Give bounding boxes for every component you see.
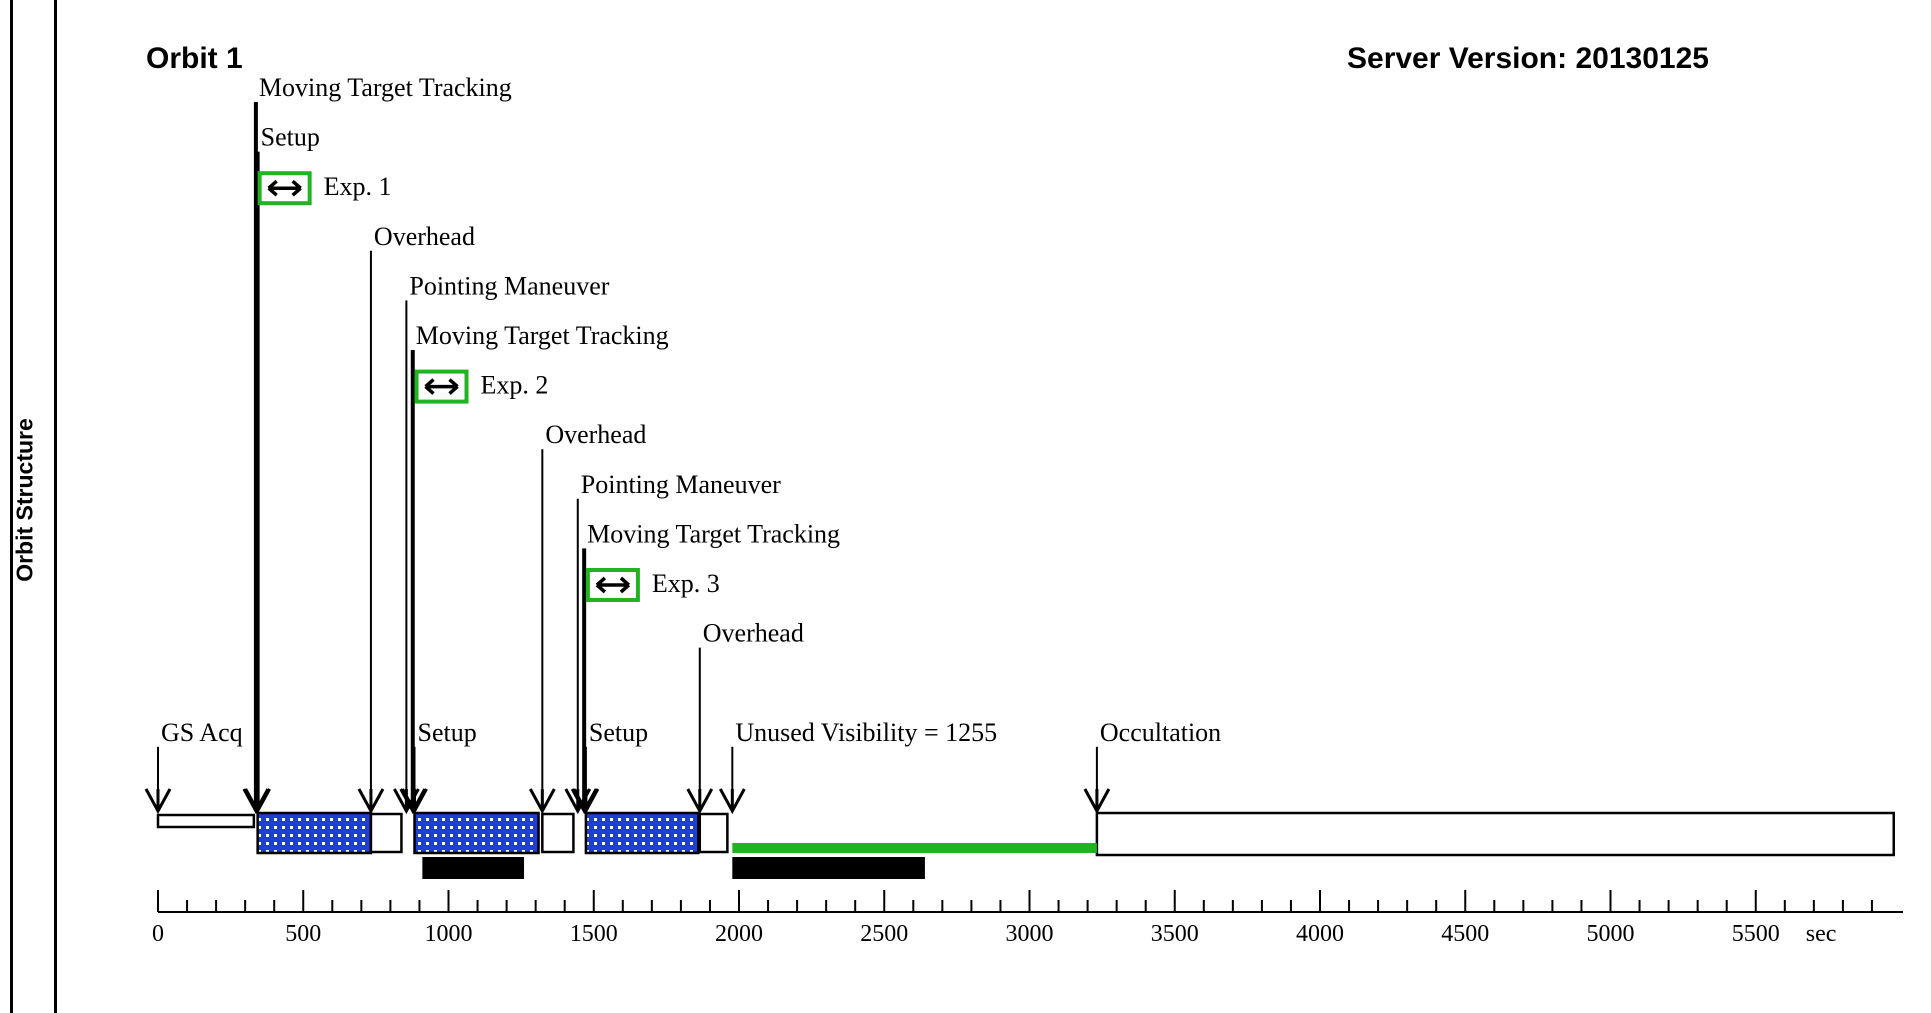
- exposure-box[interactable]: [585, 568, 640, 602]
- axis-unit-label: sec: [1806, 921, 1837, 947]
- segment-overhead: [698, 812, 729, 854]
- timeline-label: Overhead: [545, 420, 646, 449]
- segment-overhead: [369, 812, 403, 854]
- arrow-down-icon: [244, 788, 271, 815]
- segment-exposure: [413, 811, 540, 855]
- exposure-marker[interactable]: Exp. 1: [257, 171, 392, 206]
- orbit-structure-sidebar: Orbit Structure: [10, 0, 57, 1013]
- timeline-label: Overhead: [703, 619, 804, 648]
- tick-label: 4500: [1441, 921, 1489, 947]
- exposure-label: Exp. 2: [481, 371, 549, 400]
- tick-label: 5000: [1587, 921, 1635, 947]
- tick-label: 1000: [425, 921, 473, 947]
- exposure-arrow-icon: [267, 179, 302, 197]
- timeline-label: Moving Target Tracking: [259, 73, 512, 102]
- tick-label: 3000: [1006, 921, 1054, 947]
- server-version: Server Version: 20130125: [1347, 42, 1709, 75]
- timeline-label: GS Acq: [161, 718, 243, 747]
- arrow-down-icon: [357, 788, 385, 815]
- arrow-down-icon: [1083, 788, 1111, 815]
- tick-label: 2500: [860, 921, 908, 947]
- tick-label: 1500: [570, 921, 618, 947]
- tick-label: 4000: [1296, 921, 1344, 947]
- tick-label: 2000: [715, 921, 763, 947]
- timeline-label: Moving Target Tracking: [587, 519, 840, 548]
- arrow-down-icon: [719, 788, 746, 815]
- timeline-label: Unused Visibility = 1255: [735, 718, 997, 747]
- timeline-label: Setup: [589, 718, 648, 747]
- tick-label: 5500: [1732, 921, 1780, 947]
- segment-occultation: [1095, 811, 1895, 857]
- timeline-label: Setup: [261, 123, 320, 152]
- exposure-label: Exp. 1: [324, 172, 392, 201]
- black-bar: [422, 857, 525, 879]
- exposure-marker[interactable]: Exp. 3: [585, 568, 720, 602]
- exposure-arrow-icon: [595, 576, 631, 594]
- timeline-label: Moving Target Tracking: [416, 321, 669, 350]
- segment-overhead: [541, 812, 575, 854]
- unused-visibility-bar: [732, 843, 1097, 853]
- arrow-down-icon: [529, 788, 556, 815]
- tick-label: 3500: [1151, 921, 1199, 947]
- timeline-label: Setup: [418, 718, 477, 747]
- segment-exposure: [584, 811, 700, 855]
- arrow-down-icon: [686, 788, 714, 815]
- timeline-label: Overhead: [374, 222, 475, 251]
- segment-gs-acq: [156, 813, 256, 829]
- orbit-title: Orbit 1: [146, 42, 243, 75]
- timeline-label: Occultation: [1100, 718, 1221, 747]
- arrow-down-icon: [572, 788, 600, 815]
- arrow-down-icon: [144, 788, 172, 815]
- exposure-box[interactable]: [414, 369, 469, 404]
- exposure-label: Exp. 3: [652, 569, 720, 598]
- tick-label: 0: [152, 921, 164, 947]
- exposure-marker[interactable]: Exp. 2: [414, 369, 549, 404]
- timeline-label: Pointing Maneuver: [581, 470, 781, 499]
- black-bar: [732, 857, 925, 879]
- tick-label: 500: [285, 921, 321, 947]
- exposure-arrow-icon: [424, 378, 459, 395]
- timeline-label: Pointing Maneuver: [409, 271, 609, 300]
- arrow-down-icon: [401, 788, 428, 815]
- segment-exposure: [256, 811, 373, 855]
